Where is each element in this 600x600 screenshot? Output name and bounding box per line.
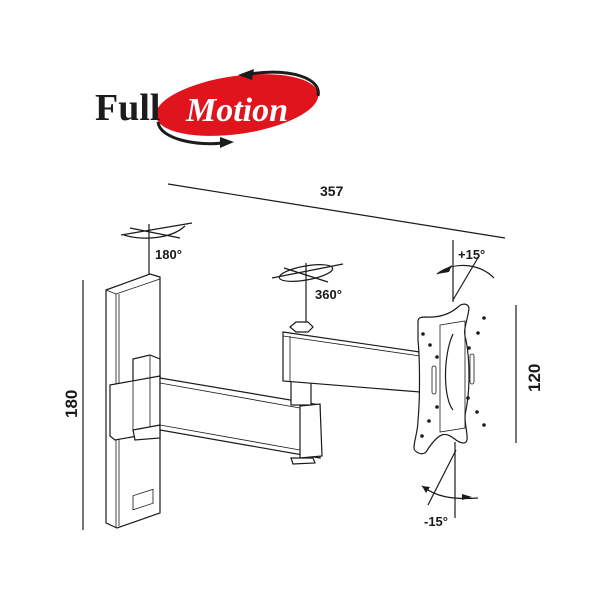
vesa-hole xyxy=(428,343,432,347)
vesa-hole xyxy=(476,331,480,335)
logo-top-arrowhead-icon xyxy=(238,69,254,80)
tilt-down-indicator xyxy=(421,442,479,518)
tilt-up-arrowhead-icon xyxy=(437,265,452,274)
tilt-up-label: +15° xyxy=(458,247,485,262)
vesa-hole xyxy=(427,419,431,423)
vesa-hole xyxy=(435,405,439,409)
arm-length-label: 357 xyxy=(320,183,344,199)
vesa-hole xyxy=(435,355,439,359)
vesa-hole xyxy=(482,423,486,427)
vesa-hole xyxy=(475,410,479,414)
wall-plate-slot xyxy=(132,488,154,511)
vesa-hole xyxy=(466,396,470,400)
arm-swivel-indicator xyxy=(271,263,344,324)
second-arm-top-nut xyxy=(289,321,314,333)
vesa-hole xyxy=(467,346,471,350)
logo-bottom-arrowhead-icon xyxy=(220,137,234,148)
tilt-down-arrowhead-icon xyxy=(462,494,472,500)
logo-word-full: Full xyxy=(95,87,160,129)
tv-plate-height-label: 120 xyxy=(525,364,544,392)
logo-bottom-swoosh-icon xyxy=(156,121,223,146)
arm-length-dimension-line xyxy=(167,183,506,239)
vesa-plate xyxy=(413,303,486,455)
second-arm xyxy=(282,321,421,393)
tilt-up-indicator xyxy=(436,240,495,302)
vesa-hole xyxy=(421,332,425,336)
logo-red-ellipse xyxy=(155,74,319,136)
logo-word-motion: Motion xyxy=(185,92,288,129)
first-arm-bottom-nut xyxy=(290,457,316,465)
wall-hinge xyxy=(109,354,161,441)
wall-plate-height-label: 180 xyxy=(62,390,81,418)
brand-logo: Full Motion xyxy=(95,69,320,148)
tilt-down-label: -15° xyxy=(424,514,448,529)
first-arm xyxy=(159,377,323,465)
vesa-hole xyxy=(482,316,486,320)
vesa-hole xyxy=(420,434,424,438)
arm-swivel-label: 360° xyxy=(315,287,342,302)
logo-top-swoosh-icon xyxy=(249,70,320,97)
wall-swivel-label: 180° xyxy=(155,247,182,262)
